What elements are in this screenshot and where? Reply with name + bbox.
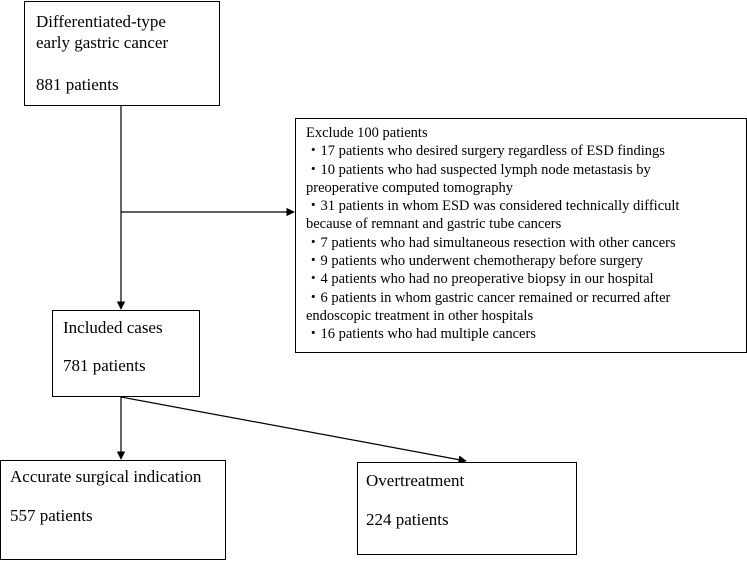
box-overtreatment: Overtreatment 224 patients <box>357 462 577 555</box>
patient-count: 224 patients <box>366 510 449 529</box>
exclude-item: preoperative computed tomography <box>306 179 513 196</box>
box-accurate-surgical-indication: Accurate surgical indication 557 patient… <box>0 460 226 560</box>
box-title: Included cases <box>63 318 163 337</box>
box-early-gastric-cancer: Differentiated-type early gastric cancer… <box>24 1 220 106</box>
patient-count: 881 patients <box>36 75 119 94</box>
box-title: Accurate surgical indication <box>10 467 202 486</box>
arrow-included-to-overtreatment <box>120 396 467 464</box>
exclude-item: ・4 patients who had no preoperative biop… <box>306 271 654 288</box>
exclude-item: ・9 patients who underwent chemotherapy b… <box>306 253 644 270</box>
box-title: Overtreatment <box>366 471 465 490</box>
exclude-item: ・16 patients who had multiple cancers <box>306 326 536 343</box>
box-included-cases: Included cases 781 patients <box>52 310 200 397</box>
exclude-item: ・10 patients who had suspected lymph nod… <box>306 161 651 178</box>
patient-count: 781 patients <box>63 356 146 375</box>
exclude-item: ・31 patients in whom ESD was considered … <box>306 198 680 215</box>
exclude-item: because of remnant and gastric tube canc… <box>306 216 562 233</box>
exclude-item: ・17 patients who desired surgery regardl… <box>306 143 665 160</box>
box-title-line-1: Differentiated-type <box>36 12 166 31</box>
exclude-item: ・6 patients in whom gastric cancer remai… <box>306 289 671 306</box>
box-excluded-patients: Exclude 100 patients ・17 patients who de… <box>295 118 747 353</box>
exclude-heading: Exclude 100 patients <box>306 125 428 141</box>
exclude-item: endoscopic treatment in other hospitals <box>306 307 534 324</box>
exclude-item: ・7 patients who had simultaneous resecti… <box>306 234 676 251</box>
box-title-line-2: early gastric cancer <box>36 33 169 52</box>
patient-count: 557 patients <box>10 506 93 525</box>
